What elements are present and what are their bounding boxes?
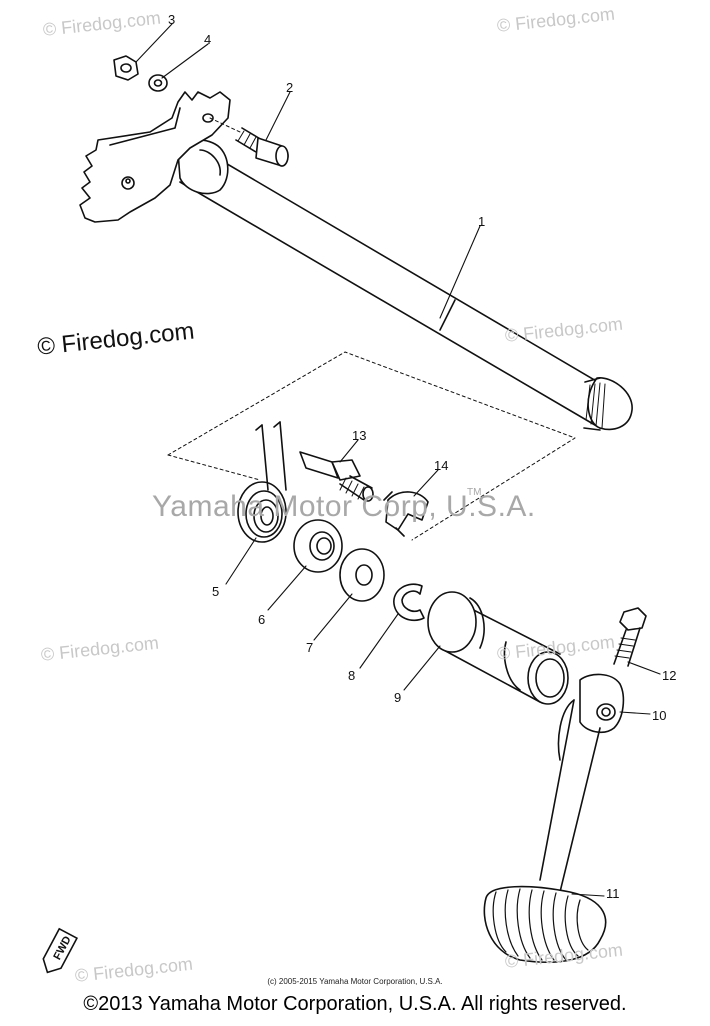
washer-4: [148, 74, 168, 92]
watermark-center: Yamaha Motor Corp, U.S.A.: [152, 490, 536, 523]
copyright-notice: ©2013 Yamaha Motor Corporation, U.S.A. A…: [83, 993, 627, 1015]
shift-shaft: [177, 139, 633, 431]
nut-3: [113, 55, 139, 81]
bolt-13: [299, 451, 374, 502]
part-label-9: 9: [394, 690, 401, 705]
watermark-trademark: TM: [467, 487, 482, 498]
part-label-12: 12: [662, 668, 676, 683]
part-label-14: 14: [434, 458, 448, 473]
shift-arm-plate: [79, 91, 231, 223]
part-label-6: 6: [258, 612, 265, 627]
part-label-13: 13: [352, 428, 366, 443]
part-label-10: 10: [652, 708, 666, 723]
part-label-8: 8: [348, 668, 355, 683]
fine-print: (c) 2005-2015 Yamaha Motor Corporation, …: [267, 977, 443, 986]
part-label-7: 7: [306, 640, 313, 655]
bolt-12: [613, 607, 647, 667]
spring-5: [237, 421, 287, 543]
clip-8: [393, 583, 425, 622]
bolt-2: [235, 127, 289, 167]
part-label-1: 1: [478, 214, 485, 229]
washer-6: [293, 519, 343, 573]
part-label-4: 4: [204, 32, 211, 47]
clip-14: [383, 491, 429, 537]
shift-pedal: [483, 673, 625, 963]
part-label-11: 11: [606, 886, 620, 901]
fwd-arrow-icon: FWD: [42, 927, 78, 974]
part-label-2: 2: [286, 80, 293, 95]
washer-7: [339, 548, 385, 602]
part-label-5: 5: [212, 584, 219, 599]
bushing-9: [427, 591, 569, 705]
part-labels: 3 4 2 1 13 14 5 6 7 8 9 12 10 11: [168, 12, 676, 901]
part-label-3: 3: [168, 12, 175, 27]
